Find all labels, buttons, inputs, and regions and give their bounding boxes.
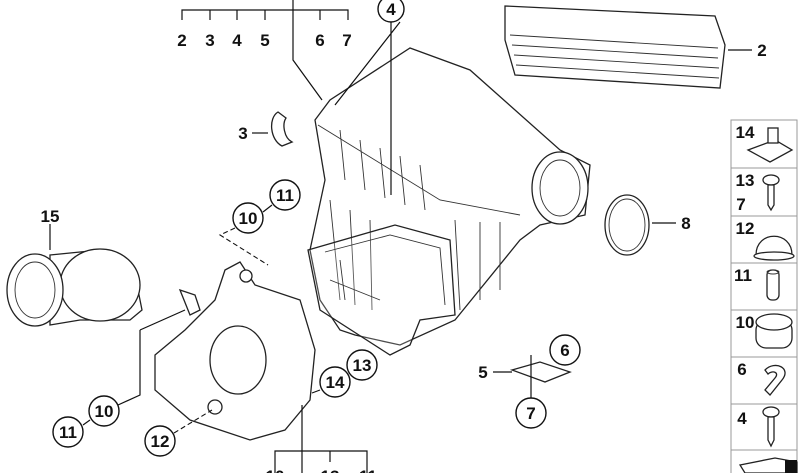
clip-part: [271, 111, 294, 147]
callout-2: 2: [757, 41, 766, 60]
seal-ring: [604, 194, 650, 256]
hose-clip-icon: [764, 364, 786, 396]
callout-6: 6: [560, 341, 569, 360]
label-4: 4: [232, 31, 242, 50]
panel-label-10: 10: [736, 313, 755, 332]
clip-nut-icon: [746, 127, 794, 163]
panel-label-6: 6: [737, 360, 746, 379]
panel-label-11: 11: [734, 266, 752, 285]
label-5: 5: [260, 31, 269, 50]
callout-8: 8: [681, 214, 690, 233]
foam-pad-icon: [738, 457, 798, 473]
panel-label-13: 13: [736, 171, 755, 190]
screw-icon: [762, 174, 780, 212]
callout-7: 7: [526, 404, 535, 423]
callout-10-lower: 10: [95, 402, 114, 421]
callout-12: 12: [151, 432, 170, 451]
callout-3: 3: [238, 124, 247, 143]
panel-label-14: 14: [736, 123, 755, 142]
panel-label-12: 12: [736, 219, 755, 238]
sleeve-icon: [766, 269, 780, 301]
callout-13: 13: [353, 356, 372, 375]
top-bracket: 2 3 4 5 6 7: [177, 0, 352, 101]
label-2: 2: [177, 31, 186, 50]
bottom-label-10: 10: [266, 467, 285, 473]
callout-11-upper: 11: [276, 186, 294, 205]
rubber-cap-icon: [753, 235, 795, 261]
panel-label-7: 7: [736, 195, 745, 214]
bottom-label-13: 13: [321, 467, 340, 473]
panel-label-4: 4: [737, 409, 747, 428]
intake-silencer: [154, 261, 316, 441]
bottom-label-11: 11: [359, 467, 377, 473]
callout-11-lower: 11: [59, 423, 77, 442]
screw-icon: [762, 406, 780, 448]
label-6: 6: [315, 31, 324, 50]
rubber-mount-icon: [755, 313, 793, 349]
air-filter-element: 2: [504, 5, 767, 89]
side-panel: 14 13 7 12 11 10 6 4: [730, 119, 798, 473]
callout-10-upper: 10: [239, 209, 258, 228]
callout-4-top: 4: [386, 0, 396, 19]
air-filter-housing: [307, 47, 591, 356]
callout-14: 14: [326, 373, 345, 392]
intake-hose: [6, 248, 143, 327]
callout-15: 15: [41, 207, 60, 226]
callout-5: 5: [478, 363, 487, 382]
label-3: 3: [205, 31, 214, 50]
label-7: 7: [342, 31, 351, 50]
